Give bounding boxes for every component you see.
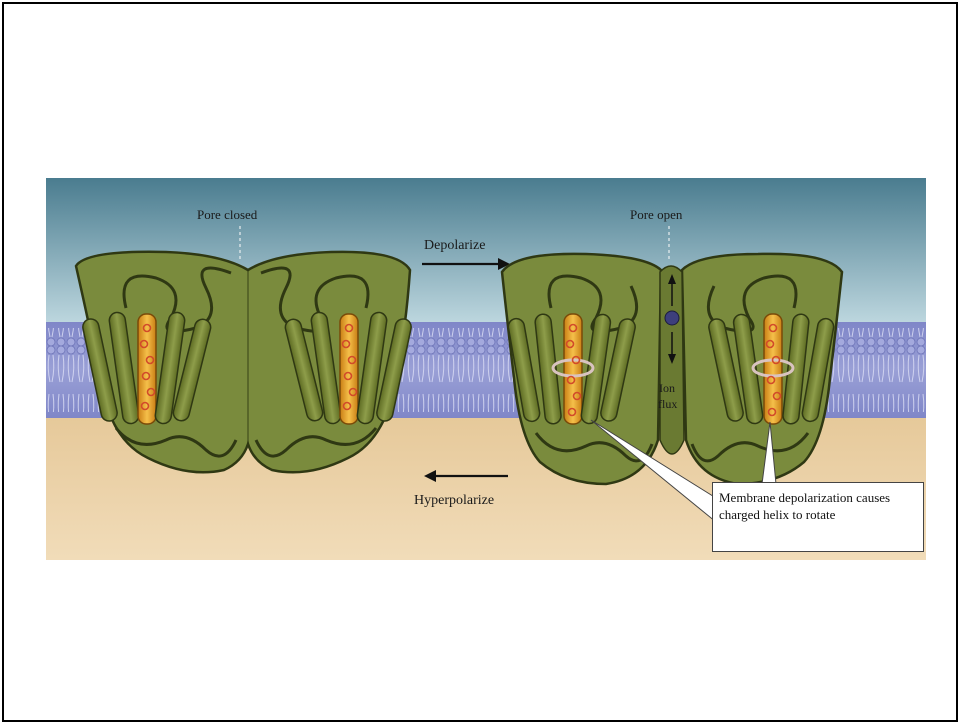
pore-open-label: Pore open bbox=[630, 207, 683, 222]
ion-channel-diagram: Pore closed Depolarize Hyperpolarize bbox=[46, 178, 926, 560]
closed-channel bbox=[76, 252, 413, 473]
ion-sphere bbox=[665, 311, 679, 325]
depolarize-label: Depolarize bbox=[424, 238, 485, 253]
callout-box: Membrane depolarization causes charged h… bbox=[712, 482, 924, 552]
pore-closed-label: Pore closed bbox=[197, 207, 258, 222]
ion-flux-label-line2: flux bbox=[658, 397, 677, 411]
open-channel bbox=[502, 254, 842, 484]
hyperpolarize-label: Hyperpolarize bbox=[414, 493, 494, 508]
ion-flux-label-line1: Ion bbox=[659, 381, 675, 395]
